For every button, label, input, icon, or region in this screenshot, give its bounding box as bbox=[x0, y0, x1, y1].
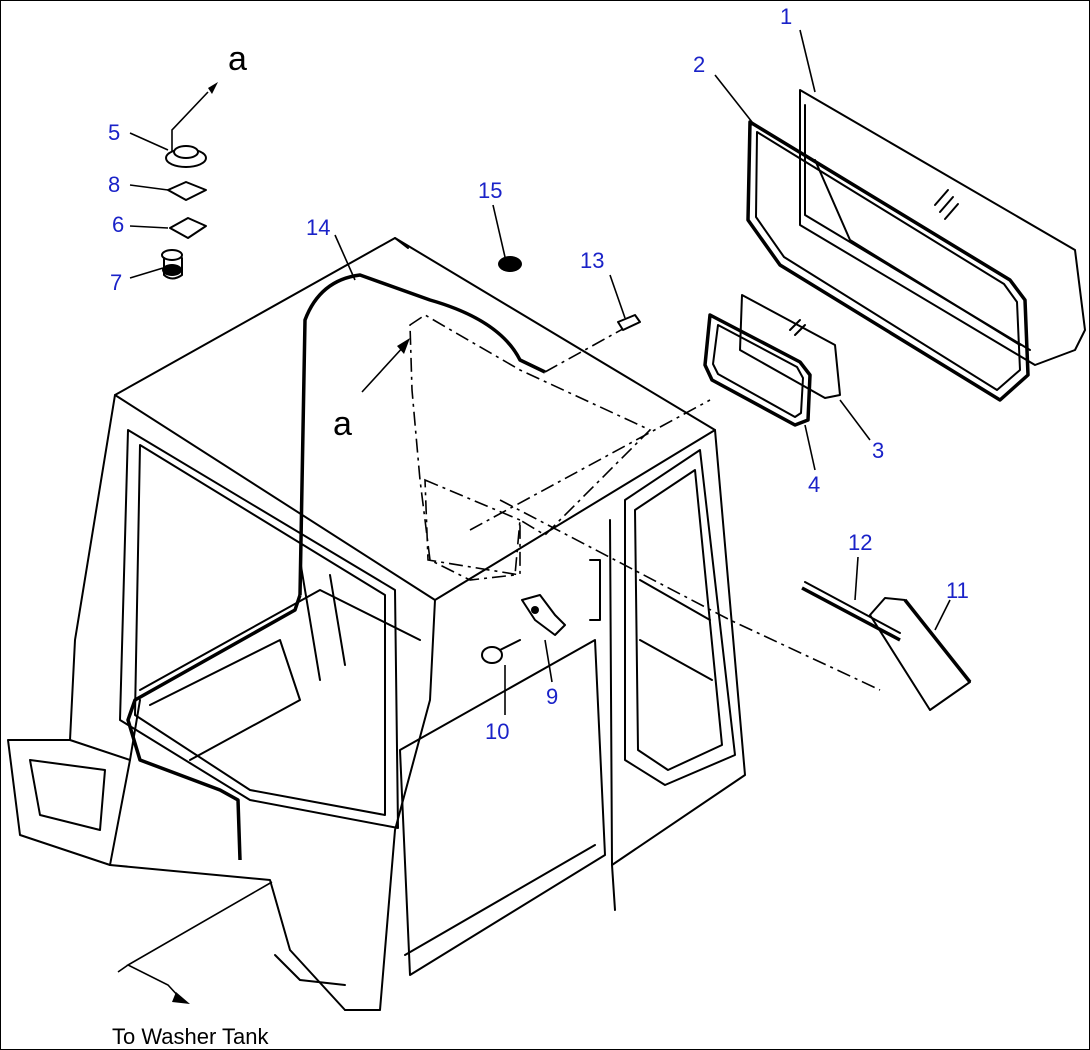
callout-labels: 1 2 3 4 5 8 6 7 15 14 13 12 11 9 10 bbox=[108, 4, 969, 744]
marker-a-arrow bbox=[361, 338, 410, 393]
marker-a-mid: a bbox=[333, 405, 352, 443]
grommet-15 bbox=[498, 256, 522, 272]
label-10: 10 bbox=[485, 719, 509, 744]
glass-3 bbox=[739, 294, 841, 399]
label-2: 2 bbox=[693, 52, 705, 77]
cover-11 bbox=[869, 597, 972, 711]
clip-13 bbox=[617, 314, 641, 331]
rear-glass-outline bbox=[409, 314, 881, 691]
label-7: 7 bbox=[110, 270, 122, 295]
seal-4 bbox=[703, 313, 812, 427]
label-1: 1 bbox=[780, 4, 792, 29]
seal-2 bbox=[746, 120, 1030, 402]
label-8: 8 bbox=[108, 172, 120, 197]
label-13: 13 bbox=[580, 248, 604, 273]
label-14: 14 bbox=[306, 215, 330, 240]
label-11: 11 bbox=[946, 578, 969, 603]
label-6: 6 bbox=[112, 212, 124, 237]
bracket-9 bbox=[521, 594, 566, 636]
nozzle-assembly bbox=[161, 82, 218, 280]
label-5: 5 bbox=[108, 120, 120, 145]
washer-hose bbox=[126, 273, 631, 861]
seal-12 bbox=[801, 581, 901, 642]
washer-tank-caption: To Washer Tank bbox=[112, 1024, 270, 1049]
label-15: 15 bbox=[478, 178, 502, 203]
cab-body bbox=[7, 237, 746, 1011]
label-3: 3 bbox=[872, 438, 884, 463]
label-12: 12 bbox=[848, 530, 872, 555]
label-4: 4 bbox=[808, 472, 820, 497]
glass-1 bbox=[799, 89, 1086, 366]
bolt-10 bbox=[481, 639, 521, 664]
marker-a-top: a bbox=[228, 40, 247, 78]
leader-lines bbox=[129, 29, 951, 715]
washer-tank-route bbox=[117, 881, 273, 1004]
label-9: 9 bbox=[546, 684, 558, 709]
